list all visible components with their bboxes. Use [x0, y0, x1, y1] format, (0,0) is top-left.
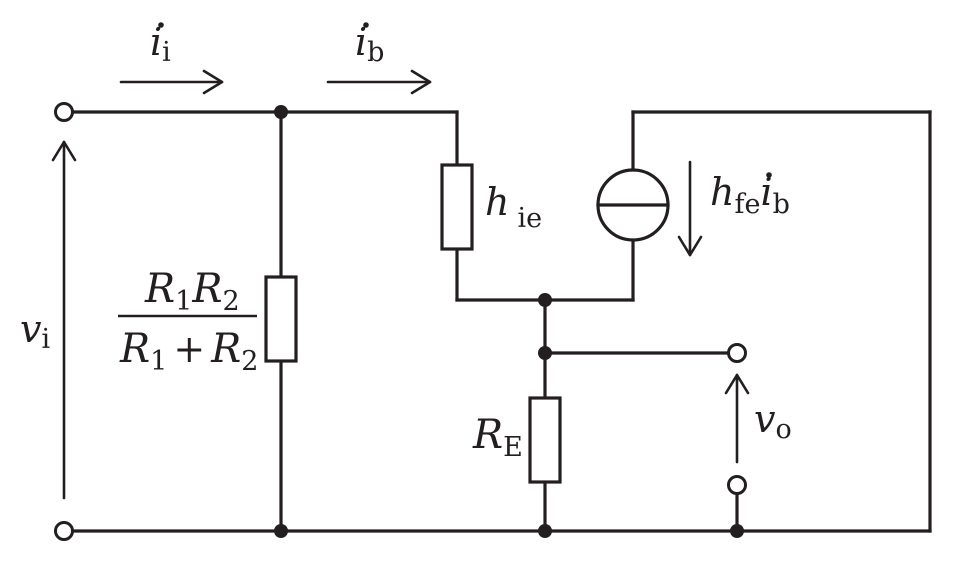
svg-text:hfeib: hfeib	[710, 170, 790, 220]
svg-text:ii: ii	[150, 20, 171, 68]
label-vo: vo	[754, 397, 792, 445]
label-re: RE	[472, 412, 523, 463]
node-bias-top	[274, 105, 288, 119]
node-output-ground	[730, 524, 744, 538]
label-ib: ib	[355, 20, 384, 68]
input-terminal-top	[54, 102, 74, 122]
label-ii: ii	[150, 20, 171, 68]
arrow-vo	[724, 373, 750, 464]
input-terminal-bottom	[54, 521, 74, 541]
node-emitter	[538, 293, 552, 307]
arrow-ib	[326, 69, 432, 95]
derivative-dot-hfe-ib	[766, 172, 772, 178]
derivative-dot-ii	[158, 22, 164, 28]
label-hfe-ib: hfeib	[710, 170, 790, 220]
re-resistor	[528, 396, 562, 484]
fraction-denominator: R1+R2	[119, 326, 258, 377]
arrow-vi	[51, 140, 77, 500]
bias-resistance-fraction: R1R2 R1+R2	[118, 266, 258, 377]
current-source-symbol	[596, 168, 670, 242]
output-terminal-top	[727, 343, 747, 363]
node-bias-bottom	[274, 524, 288, 538]
svg-text:ib: ib	[355, 20, 384, 68]
arrow-ii	[119, 69, 224, 95]
arrow-source-current	[677, 160, 703, 257]
label-vi: vi	[20, 307, 50, 355]
node-re-bottom	[538, 524, 552, 538]
junction-dots	[274, 105, 744, 538]
bias-resistor	[264, 275, 298, 363]
node-output	[538, 346, 552, 360]
hie-resistor	[440, 163, 474, 251]
wires	[71, 110, 932, 533]
derivative-dot-ib	[363, 22, 369, 28]
output-terminal-bottom	[727, 475, 747, 495]
fraction-numerator: R1R2	[144, 266, 240, 317]
